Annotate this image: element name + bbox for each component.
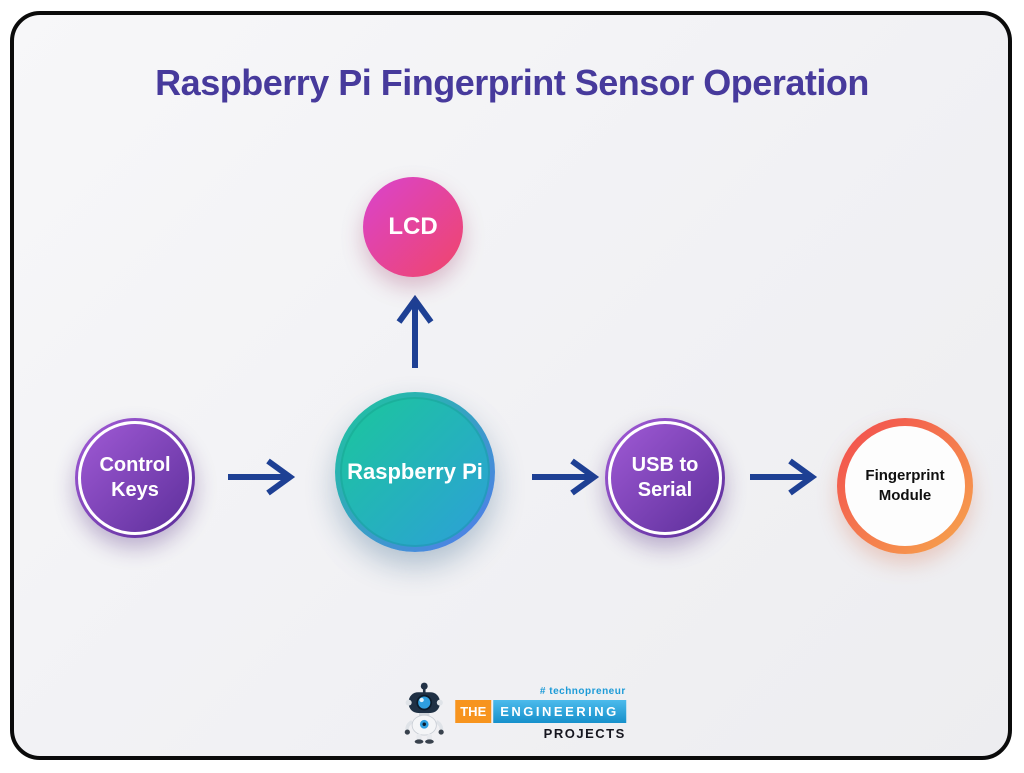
node-usb-to-serial: USB to Serial [605, 418, 725, 538]
logo-tagline: # technopreneur [539, 685, 626, 697]
diagram-title: Raspberry Pi Fingerprint Sensor Operatio… [155, 62, 869, 103]
node-lcd: LCD [363, 177, 463, 277]
node-fingerprint-module: Fingerprint Module [837, 418, 973, 554]
node-usb-to-serial-label: USB to Serial [631, 454, 699, 501]
node-fingerprint-module-label: Fingerprint Module [865, 466, 945, 504]
node-raspberry-pi-label: Raspberry Pi [347, 459, 483, 484]
node-control-keys-label: Control Keys [99, 454, 171, 501]
logo-word-engineering: ENGINEERING [493, 699, 626, 723]
node-raspberry-pi: Raspberry Pi [335, 392, 495, 552]
logo-word-projects: PROJECTS [543, 725, 626, 741]
node-lcd-label: LCD [388, 213, 438, 240]
brand-logo: # technopreneur THE ENGINEERING PROJECTS [398, 681, 626, 745]
logo-word-the: THE [455, 699, 492, 723]
robot-mascot-icon [404, 682, 444, 744]
node-control-keys: Control Keys [75, 418, 195, 538]
diagram-canvas [10, 11, 1012, 760]
